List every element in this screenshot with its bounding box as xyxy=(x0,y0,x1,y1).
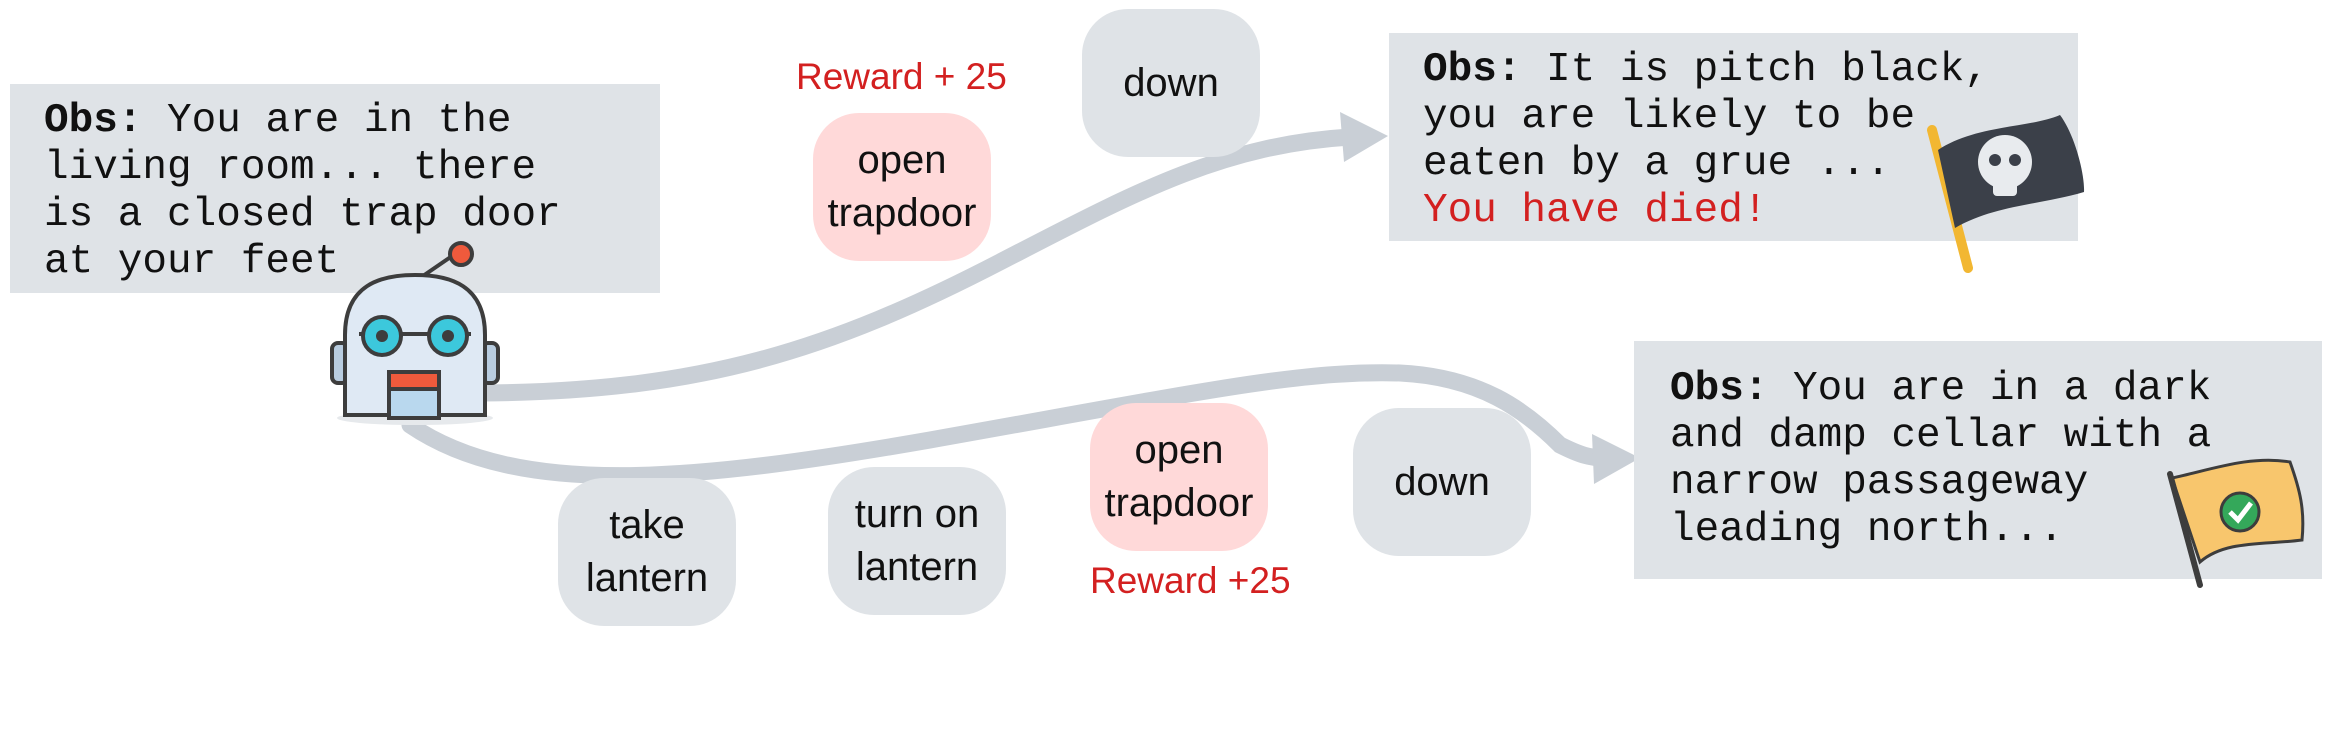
bottom-down-label: down xyxy=(1394,459,1490,504)
top-reward-label: Reward + 25 xyxy=(796,56,1007,97)
death-message: You have died! xyxy=(1423,188,1768,234)
start-obs-text-1: You are in the xyxy=(142,98,512,144)
top-open-trapdoor-line-2: trapdoor xyxy=(827,191,977,235)
turn-on-lantern-action: turn on lantern xyxy=(828,467,1006,615)
start-observation-line-1: Obs: You are in the xyxy=(44,98,660,145)
bottom-path-arrow xyxy=(401,364,1614,485)
death-observation-box: Obs: It is pitch black, you are likely t… xyxy=(1389,33,2078,241)
top-open-trapdoor-line-1: open xyxy=(857,138,947,182)
start-observation-box: Obs: You are in the living room... there… xyxy=(10,84,660,293)
bottom-down-action: down xyxy=(1353,408,1531,556)
top-open-trapdoor-action: open trapdoor xyxy=(813,113,991,261)
top-path-arrowhead xyxy=(1340,112,1388,162)
top-down-action: down xyxy=(1082,9,1260,157)
take-lantern-action: take lantern xyxy=(558,478,736,626)
success-obs-text-4: leading north... xyxy=(1670,507,2064,553)
success-obs-label: Obs: xyxy=(1670,366,1769,412)
take-lantern-line-1: take xyxy=(609,503,685,547)
top-path-arrow xyxy=(471,128,1359,402)
death-obs-label: Obs: xyxy=(1423,47,1522,93)
bottom-open-trapdoor-line-2: trapdoor xyxy=(1104,481,1254,525)
bottom-open-trapdoor-line-1: open xyxy=(1134,428,1224,472)
death-obs-text-3: eaten by a grue ... xyxy=(1423,141,1891,187)
start-obs-text-2: living room... there xyxy=(44,145,537,191)
turn-on-lantern-line-1: turn on xyxy=(854,492,980,536)
success-observation-box: Obs: You are in a dark and damp cellar w… xyxy=(1634,341,2322,579)
start-obs-text-4: at your feet xyxy=(44,239,340,285)
success-observation-line-1: Obs: You are in a dark xyxy=(1670,366,2322,413)
bottom-reward-label: Reward +25 xyxy=(1090,560,1291,601)
start-obs-text-3: is a closed trap door xyxy=(44,192,561,238)
death-observation-line-1: Obs: It is pitch black, xyxy=(1423,47,2078,94)
turn-on-lantern-line-2: lantern xyxy=(855,545,979,589)
success-obs-text-3: narrow passageway xyxy=(1670,460,2089,506)
success-obs-text-2: and damp cellar with a xyxy=(1670,413,2212,459)
take-lantern-line-2: lantern xyxy=(585,556,709,600)
success-obs-text-1: You are in a dark xyxy=(1768,366,2212,412)
start-obs-label: Obs: xyxy=(44,98,143,144)
death-obs-text-1: It is pitch black, xyxy=(1521,47,1989,93)
top-down-label: down xyxy=(1123,60,1219,105)
death-obs-text-2: you are likely to be xyxy=(1423,94,1916,140)
bottom-open-trapdoor-action: open trapdoor xyxy=(1090,403,1268,551)
bottom-path-arrowhead xyxy=(1592,434,1640,484)
